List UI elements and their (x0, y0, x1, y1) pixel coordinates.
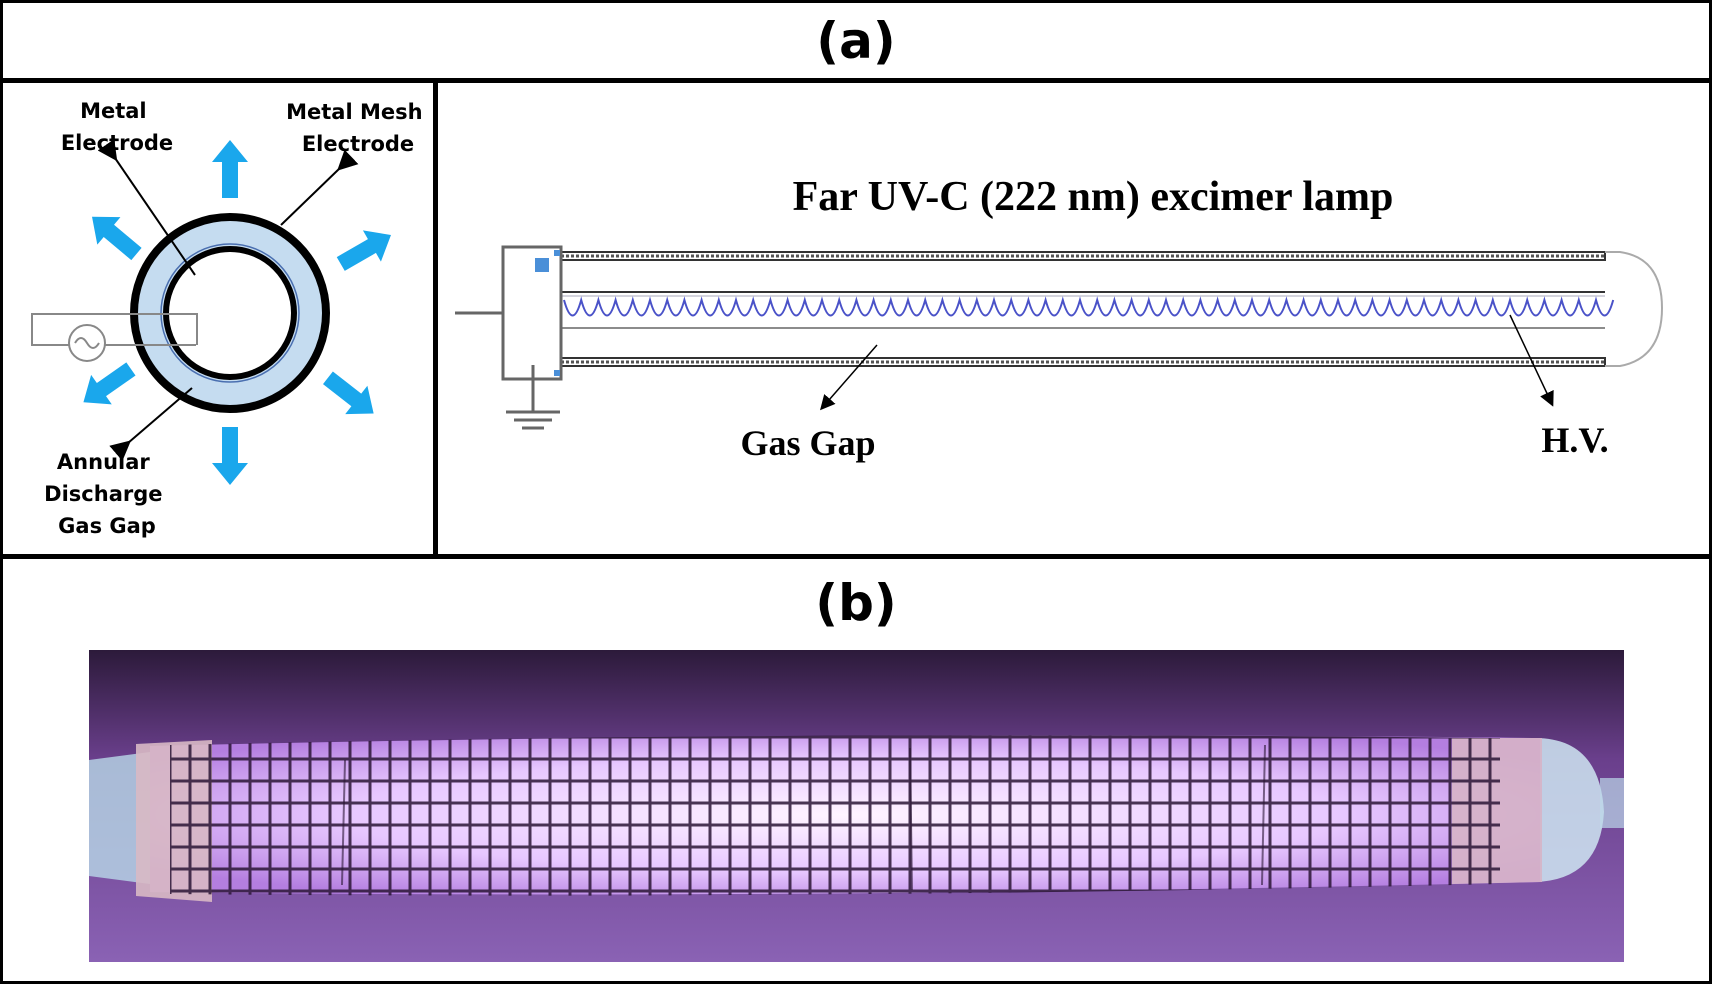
divider-middle (0, 554, 1712, 559)
hv-coil (563, 296, 1615, 317)
panel-label-a: (a) (816, 12, 896, 70)
lamp-title: Far UV-C (222 nm) excimer lamp (793, 174, 1394, 220)
divider-vertical (433, 80, 438, 556)
divider-top (0, 78, 1712, 83)
label-hv: H.V. (1541, 420, 1608, 460)
panel-label-b: (b) (815, 574, 897, 632)
uv-emission-arrows (83, 140, 391, 485)
label-gas-gap: Gas Gap (740, 423, 875, 463)
label-metal-electrode: Metal Electrode (61, 99, 173, 155)
lamp-photo (89, 650, 1624, 962)
lamp-side-diagram: Far UV-C (222 nm) excimer lamp Gas Gap H… (455, 174, 1664, 463)
ac-source-circuit (31, 313, 198, 362)
label-metal-mesh-electrode: Metal Mesh Electrode (286, 100, 430, 156)
cross-section-diagram: Metal Electrode Metal Mesh Electrode Ann… (31, 99, 430, 538)
ground-symbol (506, 365, 560, 430)
label-annular-gap: Annular Discharge Gas Gap (44, 450, 170, 538)
